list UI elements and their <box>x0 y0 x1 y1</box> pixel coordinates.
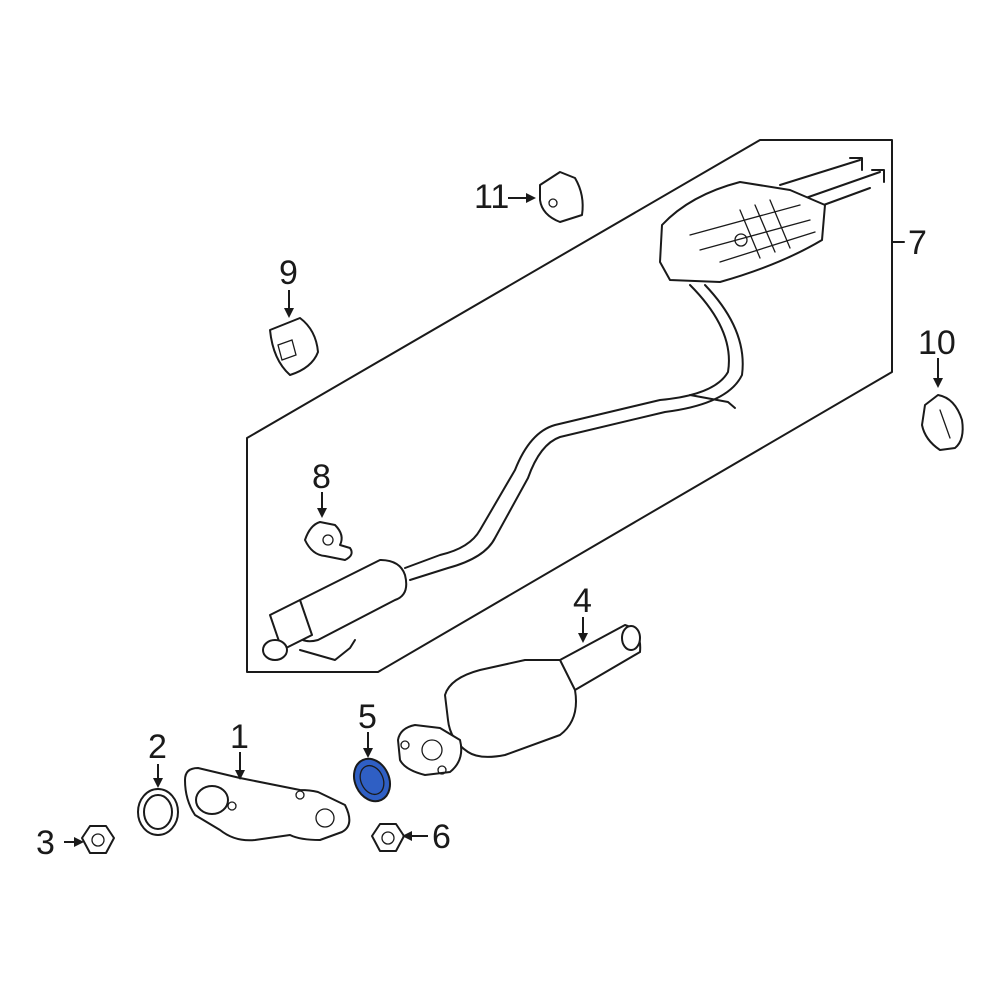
gasket-5-highlighted[interactable] <box>347 753 396 807</box>
callout-arrows <box>64 193 943 847</box>
resonator[interactable] <box>262 559 408 661</box>
callout-6: 6 <box>432 818 451 856</box>
callout-9: 9 <box>279 254 298 292</box>
callout-10: 10 <box>918 324 956 362</box>
callout-5: 5 <box>358 698 377 736</box>
assembly-box-outline <box>246 139 893 673</box>
exhaust-hanger-bracket[interactable] <box>304 521 353 561</box>
callout-8: 8 <box>312 458 331 496</box>
callout-2: 2 <box>148 728 167 766</box>
nut-3[interactable] <box>81 825 115 854</box>
exhaust-insulator-9[interactable] <box>269 317 319 376</box>
exhaust-insulator-10[interactable] <box>921 394 964 451</box>
callout-3: 3 <box>36 824 55 862</box>
front-pipe[interactable] <box>184 767 351 842</box>
nut-6[interactable] <box>371 823 405 852</box>
intermediate-pipe[interactable] <box>404 284 730 569</box>
rear-muffler[interactable] <box>659 157 885 283</box>
callout-1: 1 <box>230 718 249 756</box>
gasket-2[interactable] <box>137 788 179 836</box>
mount-bracket-11[interactable] <box>539 171 584 223</box>
callout-11: 11 <box>474 178 509 216</box>
catalytic-converter[interactable] <box>397 624 642 776</box>
callout-7: 7 <box>908 224 927 262</box>
callout-4: 4 <box>573 582 592 620</box>
